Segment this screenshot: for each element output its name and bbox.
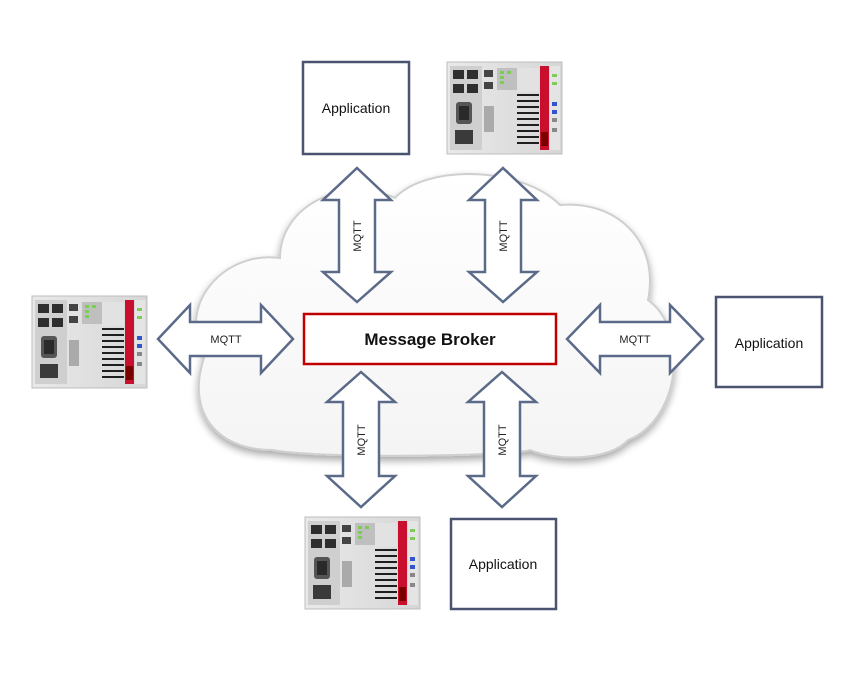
arrow-top-left: MQTT	[319, 166, 395, 304]
device-bottom-left	[304, 516, 421, 610]
arrow-label-top-left: MQTT	[352, 220, 364, 251]
arrow-top-right: MQTT	[465, 166, 541, 304]
application-label-top: Application	[322, 100, 391, 116]
arrow-label-top-right: MQTT	[498, 220, 510, 251]
arrow-label-bottom-left: MQTT	[356, 424, 368, 455]
message-broker: Message Broker	[302, 312, 558, 366]
device-left	[31, 295, 148, 389]
arrow-bottom-right: MQTT	[464, 370, 540, 509]
arrow-label-right: MQTT	[619, 334, 650, 346]
arrow-label-bottom-right: MQTT	[497, 424, 509, 455]
message-broker-label: Message Broker	[364, 330, 496, 349]
arrow-bottom-left: MQTT	[323, 370, 399, 509]
arrow-label-left: MQTT	[210, 334, 241, 346]
application-box-right: Application	[714, 295, 824, 389]
application-label-bottom: Application	[469, 556, 538, 572]
application-label-right: Application	[735, 335, 804, 351]
arrow-right: MQTT	[565, 301, 705, 377]
arrow-left: MQTT	[156, 301, 295, 377]
application-box-bottom: Application	[449, 517, 558, 611]
application-box-top: Application	[301, 60, 411, 156]
device-top-right	[446, 61, 563, 155]
